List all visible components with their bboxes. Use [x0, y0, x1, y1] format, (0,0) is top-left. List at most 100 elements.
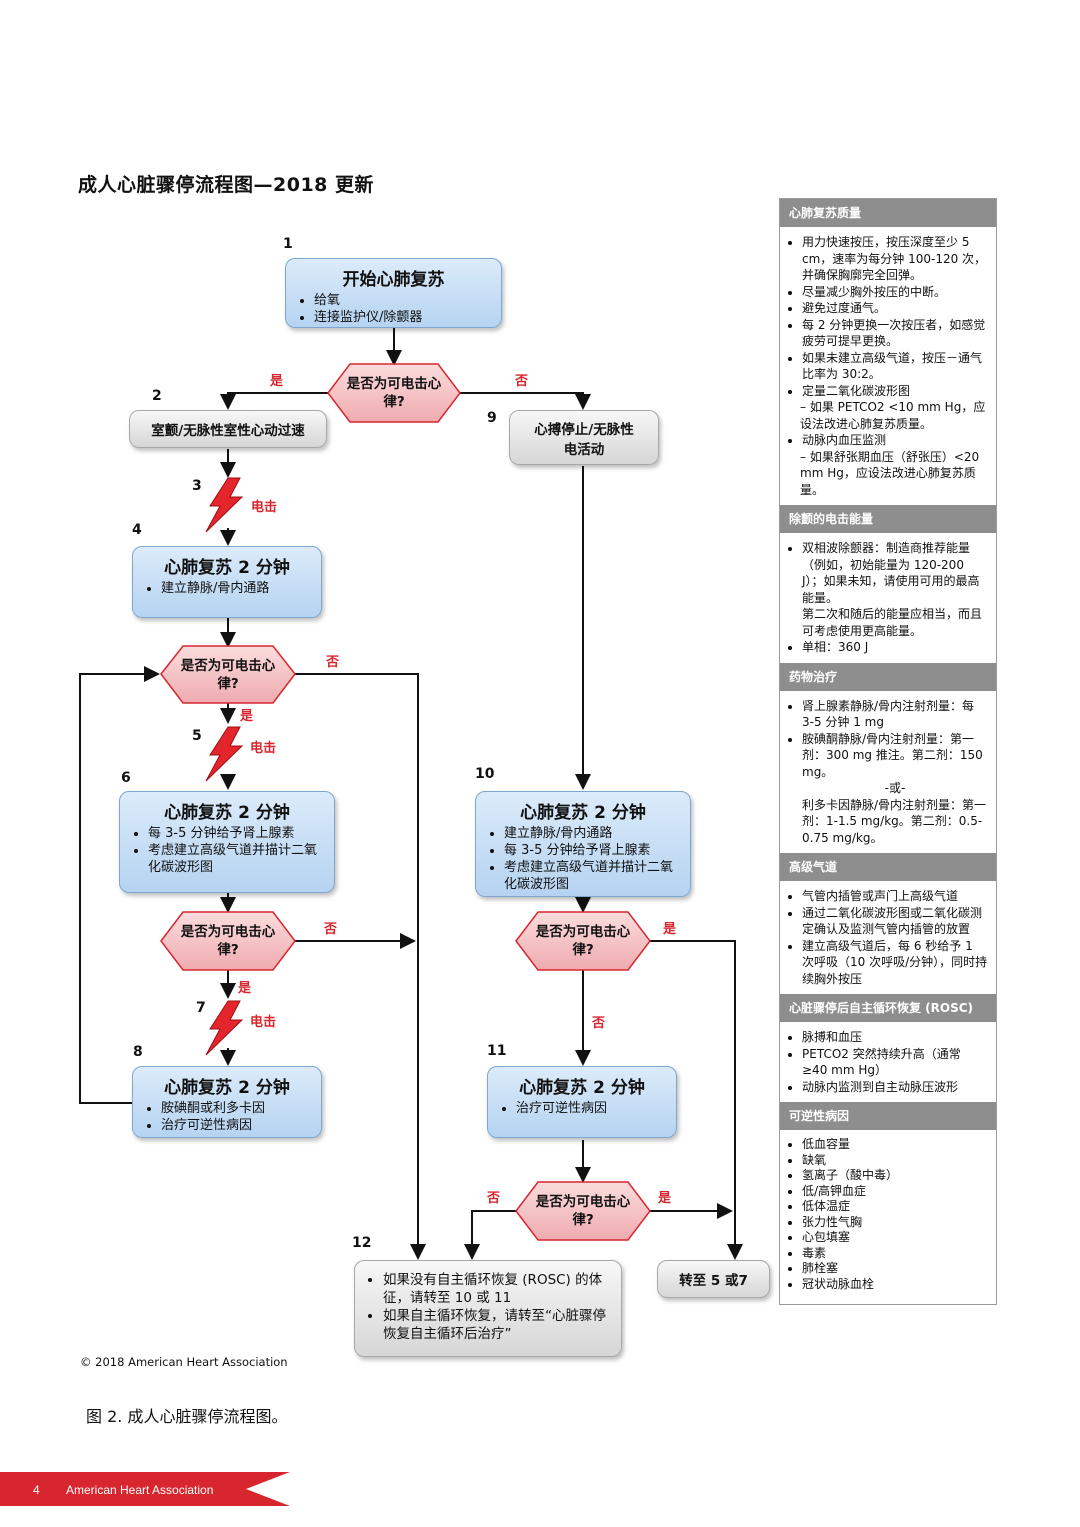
cpr-box-10: 心肺复苏 2 分钟 建立静脉/骨内通路 每 3-5 分钟给予肾上腺素 考虑建立高… [475, 791, 691, 897]
sidebar-subitem: – 如果 PETCO2 <10 mm Hg，应设法改进心肺复苏质量。 [800, 400, 986, 431]
no-label-dec4: 否 [592, 1016, 606, 1031]
box-list: 每 3-5 分钟给予肾上腺素 考虑建立高级气道并描计二氧化碳波形图 [130, 825, 324, 876]
no-label-dec3: 否 [324, 922, 338, 937]
list-item: 考虑建立高级气道并描计二氧化碳波形图 [504, 859, 680, 893]
sidebar-list: 用力快速按压，按压深度至少 5 cm，速率为每分钟 100-120 次，并确保胸… [780, 227, 996, 505]
list-item: 治疗可逆性病因 [161, 1117, 311, 1134]
sidebar-list: 低血容量 缺氧 氢离子（酸中毒） 低/高钾血症 低体温症 张力性气胸 心包填塞 … [780, 1130, 996, 1299]
decision-5-text: 是否为可电击心律? [535, 1194, 631, 1228]
yes-label-dec5: 是 [658, 1191, 672, 1206]
box-title: 心肺复苏 2 分钟 [519, 1078, 645, 1098]
sidebar-item: 低体温症 [802, 1199, 988, 1215]
footer-page-number: 4 [33, 1483, 40, 1497]
decision-shape-2 [160, 645, 296, 704]
sidebar-item: 尽量减少胸外按压的中断。 [802, 284, 988, 301]
box-title: 心肺复苏 2 分钟 [164, 803, 290, 823]
box-list: 如果没有自主循环恢复 (ROSC) 的体征，请转至 10 或 11 如果自主循环… [365, 1271, 611, 1343]
cpr-box-8: 心肺复苏 2 分钟 胺碘酮或利多卡因 治疗可逆性病因 [132, 1066, 322, 1138]
rosc-box-12: 如果没有自主循环恢复 (ROSC) 的体征，请转至 10 或 11 如果自主循环… [354, 1260, 622, 1357]
box-title: 心肺复苏 2 分钟 [520, 803, 646, 823]
list-item: 建立静脉/骨内通路 [504, 825, 680, 842]
decision-shape-1 [327, 363, 461, 423]
footer-org: American Heart Association [66, 1483, 213, 1497]
sidebar-section-title: 除颤的电击能量 [780, 505, 996, 533]
sidebar-item: 用力快速按压，按压深度至少 5 cm，速率为每分钟 100-120 次，并确保胸… [802, 234, 988, 284]
sidebar-item: 定量二氧化碳波形图 [802, 383, 988, 400]
lightning-icon-5 [205, 726, 244, 782]
step-number-1: 1 [283, 236, 293, 252]
box-title: 心肺复苏 2 分钟 [164, 558, 290, 578]
sidebar-item: PETCO2 突然持续升高（通常 ≥40 mm Hg） [802, 1046, 988, 1079]
goto-box: 转至 5 或7 [657, 1260, 770, 1298]
step-number-10: 10 [475, 766, 495, 782]
list-item: 治疗可逆性病因 [516, 1100, 666, 1117]
sidebar-subitem: – 如果舒张期血压（舒张压）<20 mm Hg，应设法改进心肺复苏质量。 [800, 449, 980, 497]
figure-caption: 图 2. 成人心脏骤停流程图。 [86, 1407, 288, 1426]
step-number-11: 11 [487, 1043, 507, 1059]
sidebar-panel: 心肺复苏质量 用力快速按压，按压深度至少 5 cm，速率为每分钟 100-120… [779, 198, 997, 1305]
sidebar-item: 每 2 分钟更换一次按压者，如感觉疲劳可提早更换。 [802, 317, 988, 350]
list-item: 考虑建立高级气道并描计二氧化碳波形图 [148, 842, 324, 876]
step-number-8: 8 [133, 1044, 143, 1060]
sidebar-item: 低/高钾血症 [802, 1184, 988, 1200]
no-label-dec1: 否 [515, 374, 529, 389]
box-list: 建立静脉/骨内通路 [143, 580, 311, 597]
box-list: 治疗可逆性病因 [498, 1100, 666, 1117]
list-item: 如果自主循环恢复，请转至“心脏骤停恢复自主循环后治疗” [383, 1307, 611, 1343]
lightning-icon-3 [205, 477, 244, 533]
no-label-dec5: 否 [487, 1191, 501, 1206]
copyright-text: © 2018 American Heart Association [80, 1355, 288, 1369]
list-item: 连接监护仪/除颤器 [314, 309, 491, 326]
list-item: 给氧 [314, 292, 491, 309]
sidebar-item: 建立高级气道后，每 6 秒给予 1 次呼吸（10 次呼吸/分钟），同时持续胸外按… [802, 938, 988, 988]
box-list: 建立静脉/骨内通路 每 3-5 分钟给予肾上腺素 考虑建立高级气道并描计二氧化碳… [486, 825, 680, 893]
cpr-box-6: 心肺复苏 2 分钟 每 3-5 分钟给予肾上腺素 考虑建立高级气道并描计二氧化碳… [119, 791, 335, 893]
start-cpr-box: 开始心肺复苏 给氧 连接监护仪/除颤器 [285, 258, 502, 328]
sidebar-item: 肺栓塞 [802, 1261, 988, 1277]
sidebar-item: 低血容量 [802, 1137, 988, 1153]
sidebar-item: 双相波除颤器：制造商推荐能量（例如，初始能量为 120-200 J）；如果未知，… [802, 540, 988, 606]
sidebar-item: 胺碘酮静脉/骨内注射剂量：第一剂：300 mg 推注。第二剂：150 mg。 [802, 731, 988, 781]
decision-2-text: 是否为可电击心律? [180, 658, 276, 692]
step-number-12: 12 [352, 1235, 372, 1251]
sidebar-item: 冠状动脉血栓 [802, 1277, 988, 1293]
sidebar-item: 利多卡因静脉/骨内注射剂量：第一剂：1-1.5 mg/kg。第二剂：0.5-0.… [802, 797, 987, 845]
sidebar-item: 肾上腺素静脉/骨内注射剂量：每 3-5 分钟 1 mg [802, 698, 988, 731]
step-number-4: 4 [132, 522, 142, 538]
box-list: 胺碘酮或利多卡因 治疗可逆性病因 [143, 1100, 311, 1134]
sidebar-section-title: 高级气道 [780, 853, 996, 881]
sidebar-list: 气管内插管或声门上高级气道 通过二氧化碳波形图或二氧化碳测定确认及监测气管内插管… [780, 881, 996, 994]
asystole-pea-box: 心搏停止/无脉性电活动 [509, 410, 659, 465]
sidebar-list: 脉搏和血压 PETCO2 突然持续升高（通常 ≥40 mm Hg） 动脉内监测到… [780, 1022, 996, 1102]
decision-shape-3 [160, 911, 296, 971]
decision-4-text: 是否为可电击心律? [535, 924, 631, 958]
step-number-3: 3 [192, 478, 202, 494]
shock-label-5: 电击 [250, 741, 277, 756]
lightning-icon-7 [205, 1000, 244, 1056]
sidebar-section-title: 药物治疗 [780, 662, 996, 691]
sidebar-list: 肾上腺素静脉/骨内注射剂量：每 3-5 分钟 1 mg 胺碘酮静脉/骨内注射剂量… [780, 691, 996, 854]
yes-label-dec4: 是 [663, 922, 677, 937]
flowchart-connectors [79, 328, 743, 1260]
page-title: 成人心脏骤停流程图—2018 更新 [78, 174, 374, 196]
cpr-box-11: 心肺复苏 2 分钟 治疗可逆性病因 [487, 1066, 677, 1138]
sidebar-list: 双相波除颤器：制造商推荐能量（例如，初始能量为 120-200 J）；如果未知，… [780, 533, 996, 663]
decision-shape-5 [515, 1181, 651, 1241]
shock-label-3: 电击 [251, 500, 278, 515]
sidebar-section-title: 可逆性病因 [780, 1102, 996, 1130]
footer-banner: 4 American Heart Association [0, 1472, 290, 1506]
sidebar-item: 单相：360 J [802, 639, 988, 656]
sidebar-section-title: 心肺复苏质量 [780, 199, 996, 227]
list-item: 如果没有自主循环恢复 (ROSC) 的体征，请转至 10 或 11 [383, 1271, 611, 1307]
list-item: 建立静脉/骨内通路 [161, 580, 311, 597]
sidebar-item: 动脉内血压监测 [802, 432, 988, 449]
step-number-2: 2 [152, 388, 162, 404]
sidebar-section-title: 心脏骤停后自主循环恢复 (ROSC) [780, 994, 996, 1022]
step-number-5: 5 [192, 728, 202, 744]
sidebar-item: 心包填塞 [802, 1230, 988, 1246]
sidebar-item: 毒素 [802, 1246, 988, 1262]
decision-shape-4 [515, 911, 651, 971]
vf-pvt-box: 室颤/无脉性室性心动过速 [129, 410, 327, 448]
decision-3-text: 是否为可电击心律? [180, 924, 276, 958]
sidebar-item: 通过二氧化碳波形图或二氧化碳测定确认及监测气管内插管的放置 [802, 905, 988, 938]
